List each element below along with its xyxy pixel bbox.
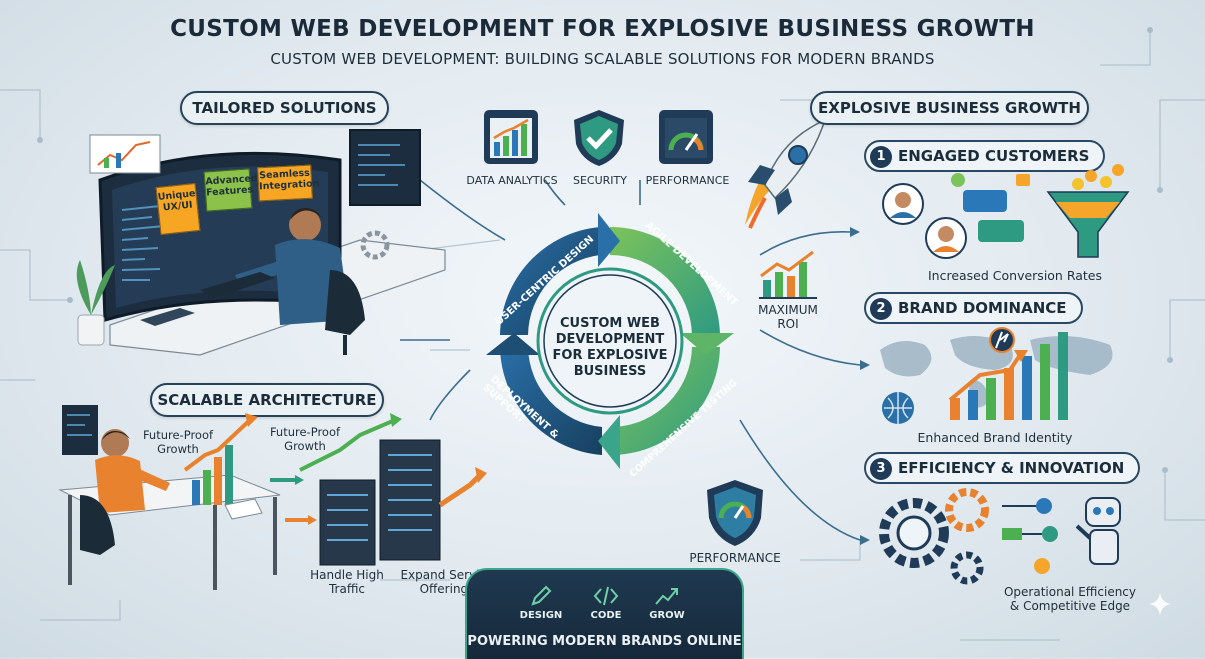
development-cycle-diagram (486, 213, 734, 469)
footer-tagline: POWERING MODERN BRANDS ONLINE (467, 634, 742, 649)
feature-card-advanced-features: Advanced Features (203, 168, 258, 212)
developer-workstation-illustration (76, 129, 446, 356)
grow-chart-icon (655, 588, 678, 605)
sparkle-icon (1148, 592, 1172, 616)
cycle-core-text: CUSTOM WEB DEVELOPMENT FOR EXPLOSIVE BUS… (552, 316, 668, 379)
footer-grow-label: GROW (649, 610, 685, 621)
step-number-2: 2 (870, 297, 892, 320)
efficiency-innovation-heading: 3 EFFICIENCY & INNOVATION (864, 452, 1141, 484)
roi-chart-icon (759, 250, 817, 299)
performance-shield-icon (707, 480, 763, 546)
brand-dominance-title: BRAND DOMINANCE (898, 299, 1067, 317)
label-future-proof-growth-2: Future-Proof Growth (269, 425, 341, 453)
security-shield-icon (574, 110, 624, 166)
label-handle-high-traffic: Handle High Traffic (310, 568, 384, 596)
page-title: CUSTOM WEB DEVELOPMENT FOR EXPLOSIVE BUS… (170, 16, 1035, 42)
label-future-proof-growth-1: Future-Proof Growth (142, 428, 214, 456)
efficiency-innovation-illustration (879, 488, 1121, 585)
label-performance-top: PERFORMANCE (645, 174, 730, 187)
brand-dominance-illustration (880, 327, 1113, 424)
footer-code-label: CODE (590, 610, 622, 621)
page-subtitle: CUSTOM WEB DEVELOPMENT: BUILDING SCALABL… (270, 50, 935, 68)
footer-banner: DESIGN CODE GROW POWERING MODERN BRANDS … (465, 568, 744, 659)
caption-increased-conversion-rates: Increased Conversion Rates (927, 268, 1103, 283)
scalable-architecture-illustration (58, 405, 487, 590)
data-analytics-icon (484, 110, 538, 164)
caption-enhanced-brand-identity: Enhanced Brand Identity (917, 430, 1073, 445)
engaged-customers-heading: 1 ENGAGED CUSTOMERS (864, 140, 1106, 172)
code-brackets-icon (593, 586, 619, 606)
step-number-3: 3 (870, 457, 892, 480)
footer-design-label: DESIGN (519, 610, 563, 621)
engaged-customers-illustration (882, 164, 1130, 259)
feature-card-ux-ui: Unique UX/UI (155, 183, 201, 235)
rocket-icon (745, 118, 827, 229)
scalable-architecture-heading: SCALABLE ARCHITECTURE (150, 383, 384, 417)
feature-card-seamless-integration: Seamless Integration (257, 164, 320, 202)
label-data-analytics: DATA ANALYTICS (466, 174, 558, 187)
caption-operational-efficiency: Operational Efficiency & Competitive Edg… (1003, 585, 1137, 613)
engaged-customers-title: ENGAGED CUSTOMERS (898, 147, 1090, 165)
performance-gauge-icon (659, 110, 713, 164)
design-pencil-icon (531, 585, 552, 606)
label-security: SECURITY (573, 174, 627, 187)
step-number-1: 1 (870, 145, 892, 168)
label-performance-bottom: PERFORMANCE (689, 551, 781, 565)
brand-dominance-heading: 2 BRAND DOMINANCE (864, 292, 1083, 324)
tailored-solutions-heading: TAILORED SOLUTIONS (180, 91, 389, 125)
efficiency-innovation-title: EFFICIENCY & INNOVATION (898, 459, 1125, 477)
label-maximum-roi: MAXIMUM ROI (758, 303, 818, 331)
explosive-growth-heading: EXPLOSIVE BUSINESS GROWTH (810, 91, 1089, 125)
